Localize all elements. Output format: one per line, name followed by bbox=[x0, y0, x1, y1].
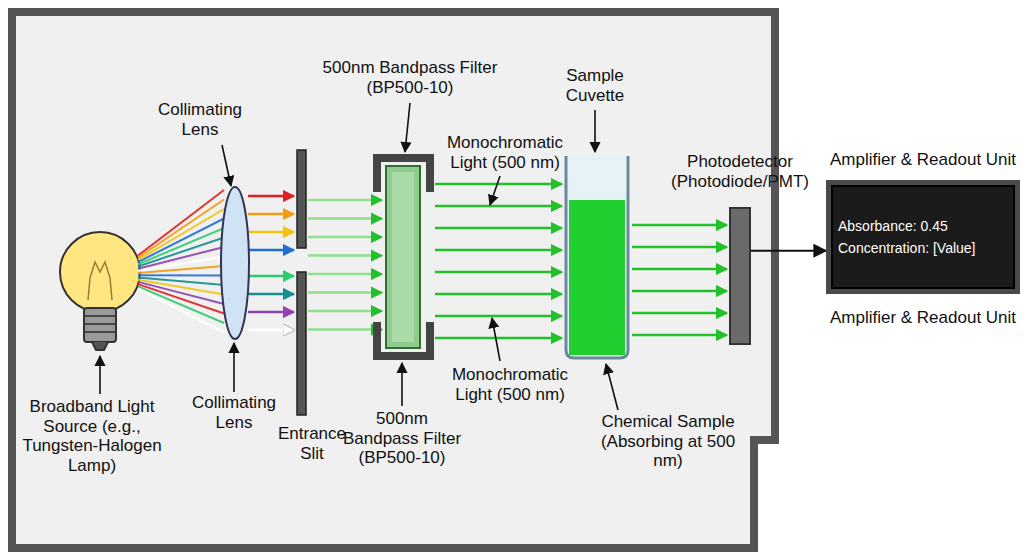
monochromatic-beam bbox=[308, 184, 727, 338]
photodetector-box bbox=[729, 207, 751, 345]
leader-lines bbox=[492, 318, 500, 361]
readout-value: Concentration: [Value] bbox=[838, 237, 1008, 259]
readout-unit-box: Absorbance: 0.45Concentration: [Value] bbox=[826, 180, 1020, 295]
monochromatic-beam bbox=[632, 246, 727, 249]
entrance-slit bbox=[297, 150, 306, 248]
bandpass-filter bbox=[377, 158, 430, 356]
light-rays bbox=[138, 284, 224, 313]
leader-lines bbox=[490, 176, 500, 205]
light-rays bbox=[138, 274, 224, 276]
part-label: 500nm Bandpass Filter (BP500-10) bbox=[310, 58, 510, 97]
light-bulb bbox=[92, 342, 108, 350]
monochromatic-beam bbox=[632, 290, 727, 293]
light-rays bbox=[138, 190, 294, 333]
light-bulb bbox=[84, 331, 116, 333]
heading-group: Amplifier & Readout Unit bbox=[826, 148, 1020, 172]
readout-unit: Amplifier & Readout UnitAbsorbance: 0.45… bbox=[826, 148, 1020, 330]
part-label: Collimating Lens bbox=[179, 393, 289, 432]
monochromatic-beam bbox=[308, 254, 382, 257]
collimating-lens bbox=[221, 187, 249, 339]
instrument-housing bbox=[12, 12, 775, 548]
monochromatic-beam bbox=[435, 249, 562, 252]
monochromatic-beam bbox=[308, 328, 382, 331]
leader-lines bbox=[99, 356, 101, 394]
part-label: Sample Cuvette bbox=[550, 66, 640, 105]
collimating-lens bbox=[221, 187, 249, 339]
leader-lines bbox=[401, 363, 403, 406]
monochromatic-beam bbox=[632, 312, 727, 315]
light-bulb bbox=[84, 315, 116, 317]
monochromatic-beam bbox=[435, 183, 562, 186]
light-rays bbox=[248, 311, 294, 314]
light-rays bbox=[248, 249, 294, 252]
monochromatic-beam bbox=[308, 217, 382, 220]
part-label: 500nm Bandpass Filter (BP500-10) bbox=[342, 409, 462, 468]
light-rays bbox=[248, 213, 294, 216]
monochromatic-beam bbox=[308, 291, 382, 294]
part-label: Collimating Lens bbox=[145, 100, 255, 139]
light-rays bbox=[248, 293, 294, 296]
sample-cuvette bbox=[566, 156, 628, 358]
light-rays bbox=[138, 289, 224, 333]
monochromatic-beam bbox=[435, 337, 562, 340]
readout-value: Absorbance: 0.45 bbox=[838, 215, 1008, 237]
sample-cuvette bbox=[569, 200, 625, 355]
monochromatic-beam bbox=[632, 334, 727, 337]
unit-heading: Photodetector (Photodiode/PMT) bbox=[662, 150, 818, 193]
light-rays bbox=[138, 282, 224, 304]
sample-cuvette bbox=[566, 156, 628, 358]
part-label: Entrance Slit bbox=[270, 424, 354, 463]
monochromatic-beam bbox=[632, 224, 727, 227]
part-label: Monochromatic Light (500 nm) bbox=[440, 365, 580, 404]
light-rays bbox=[248, 275, 294, 278]
bandpass-filter bbox=[386, 166, 420, 348]
monochromatic-beam bbox=[308, 236, 382, 239]
monochromatic-beam bbox=[308, 273, 382, 276]
unit-heading: Amplifier & Readout Unit bbox=[826, 148, 1020, 172]
leader-lines bbox=[594, 110, 596, 152]
leader-lines bbox=[405, 103, 410, 152]
signal-arrow bbox=[751, 250, 826, 252]
light-rays bbox=[248, 195, 294, 198]
entrance-slit bbox=[297, 272, 306, 415]
unit-heading: Amplifier & Readout Unit bbox=[826, 306, 1020, 330]
monochromatic-beam bbox=[435, 271, 562, 274]
monochromatic-beam bbox=[632, 268, 727, 271]
monochromatic-beam bbox=[435, 227, 562, 230]
monochromatic-beam bbox=[435, 293, 562, 296]
light-bulb bbox=[84, 323, 116, 325]
heading-group: Amplifier & Readout Unit bbox=[826, 306, 1020, 330]
part-label: Chemical Sample (Absorbing at 500 nm) bbox=[593, 412, 743, 471]
leader-lines bbox=[100, 103, 618, 410]
entrance-slit bbox=[297, 150, 306, 415]
light-rays bbox=[138, 238, 224, 267]
monochromatic-beam bbox=[308, 199, 382, 202]
leader-lines bbox=[606, 364, 618, 410]
light-bulb bbox=[88, 262, 112, 300]
light-rays bbox=[138, 219, 224, 263]
light-bulb bbox=[60, 232, 140, 350]
photodetector: Photodetector (Photodiode/PMT) bbox=[662, 150, 818, 345]
monochromatic-beam bbox=[435, 205, 562, 208]
light-rays bbox=[248, 231, 294, 234]
part-label: Monochromatic Light (500 nm) bbox=[435, 133, 575, 172]
light-rays bbox=[138, 200, 224, 258]
monochromatic-beam bbox=[435, 315, 562, 318]
light-rays bbox=[138, 286, 224, 323]
light-bulb bbox=[84, 308, 116, 342]
instrument-housing bbox=[12, 12, 775, 548]
light-rays bbox=[138, 266, 224, 273]
light-rays bbox=[248, 329, 294, 332]
bandpass-filter bbox=[392, 172, 414, 342]
light-bulb bbox=[60, 232, 140, 312]
leader-lines bbox=[222, 145, 231, 186]
monochromatic-beam bbox=[308, 310, 382, 313]
leader-lines bbox=[233, 343, 235, 392]
part-label: Broadband Light Source (e.g., Tungsten-H… bbox=[12, 397, 172, 475]
heading-group: Photodetector (Photodiode/PMT) bbox=[662, 150, 818, 193]
